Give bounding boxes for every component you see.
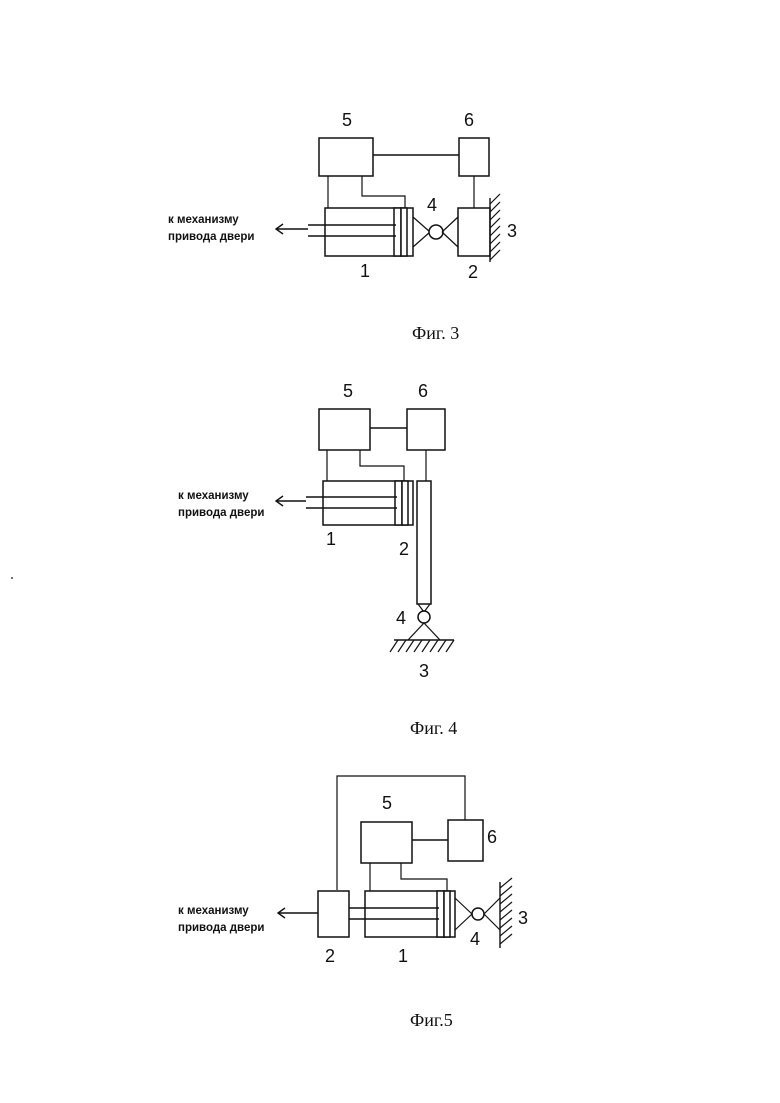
label-2: 2 bbox=[325, 946, 335, 966]
piston-1 bbox=[394, 208, 401, 256]
block-6 bbox=[448, 820, 483, 861]
wire-5-cylinder-b bbox=[360, 450, 404, 481]
joint-link-b bbox=[455, 914, 472, 930]
label-3: 3 bbox=[419, 661, 429, 681]
block-5 bbox=[361, 822, 412, 863]
door-mechanism-note-2: привода двери bbox=[168, 231, 254, 243]
joint-4 bbox=[418, 611, 430, 623]
label-2: 2 bbox=[399, 539, 409, 559]
piston-1-inner bbox=[401, 208, 407, 256]
figure-caption: Фиг. 3 bbox=[412, 323, 459, 343]
figure-caption: Фиг.5 bbox=[410, 1010, 453, 1030]
label-1: 1 bbox=[398, 946, 408, 966]
piston-1-inner bbox=[402, 481, 408, 525]
wire-5-cylinder-b bbox=[401, 863, 447, 891]
joint-link-b bbox=[413, 232, 430, 247]
label-5: 5 bbox=[342, 110, 352, 130]
door-mechanism-note-1: к механизму bbox=[168, 214, 239, 226]
scan-speck bbox=[11, 577, 13, 579]
block-2 bbox=[417, 481, 431, 604]
block-6 bbox=[459, 138, 489, 176]
ground-3-hatching bbox=[390, 640, 454, 652]
block-5 bbox=[319, 409, 370, 450]
label-4: 4 bbox=[396, 608, 406, 628]
figure-caption: Фиг. 4 bbox=[410, 718, 457, 738]
joint-4 bbox=[429, 225, 443, 239]
block-2 bbox=[318, 891, 349, 937]
label-2: 2 bbox=[468, 262, 478, 282]
label-5: 5 bbox=[343, 381, 353, 401]
figure-5: к механизму привода двери 5 6 3 4 2 1 Фи… bbox=[178, 776, 528, 1030]
joint-link-d bbox=[424, 623, 440, 640]
wall-3-hatching bbox=[500, 878, 512, 944]
joint-link-c bbox=[484, 898, 500, 914]
joint-link-a bbox=[413, 217, 430, 232]
piston-1 bbox=[437, 891, 444, 937]
label-4: 4 bbox=[427, 195, 437, 215]
door-mechanism-note-2: привода двери bbox=[178, 507, 264, 519]
door-mechanism-note-1: к механизму bbox=[178, 905, 249, 917]
block-5 bbox=[319, 138, 373, 176]
piston-1-inner bbox=[444, 891, 450, 937]
block-2 bbox=[458, 208, 490, 256]
label-3: 3 bbox=[518, 908, 528, 928]
joint-link-a bbox=[455, 898, 472, 914]
figure-3: к механизму привода двери 5 6 4 3 1 2 Фи… bbox=[168, 110, 517, 343]
label-3: 3 bbox=[507, 221, 517, 241]
label-6: 6 bbox=[418, 381, 428, 401]
label-5: 5 bbox=[382, 793, 392, 813]
wall-3-hatching bbox=[490, 194, 500, 260]
joint-link-d bbox=[442, 232, 458, 247]
door-mechanism-note-2: привода двери bbox=[178, 922, 264, 934]
label-1: 1 bbox=[360, 261, 370, 281]
joint-4 bbox=[472, 908, 484, 920]
label-4: 4 bbox=[470, 929, 480, 949]
figure-4: к механизму привода двери 5 6 1 2 4 3 Фи… bbox=[178, 381, 457, 738]
label-1: 1 bbox=[326, 529, 336, 549]
piston-1 bbox=[395, 481, 402, 525]
door-mechanism-note-1: к механизму bbox=[178, 490, 249, 502]
label-6: 6 bbox=[487, 827, 497, 847]
label-6: 6 bbox=[464, 110, 474, 130]
block-6 bbox=[407, 409, 445, 450]
joint-link-c bbox=[442, 217, 458, 232]
joint-link-c bbox=[408, 623, 424, 640]
joint-link-d bbox=[484, 914, 500, 930]
wire-5-cylinder-b bbox=[362, 176, 405, 208]
